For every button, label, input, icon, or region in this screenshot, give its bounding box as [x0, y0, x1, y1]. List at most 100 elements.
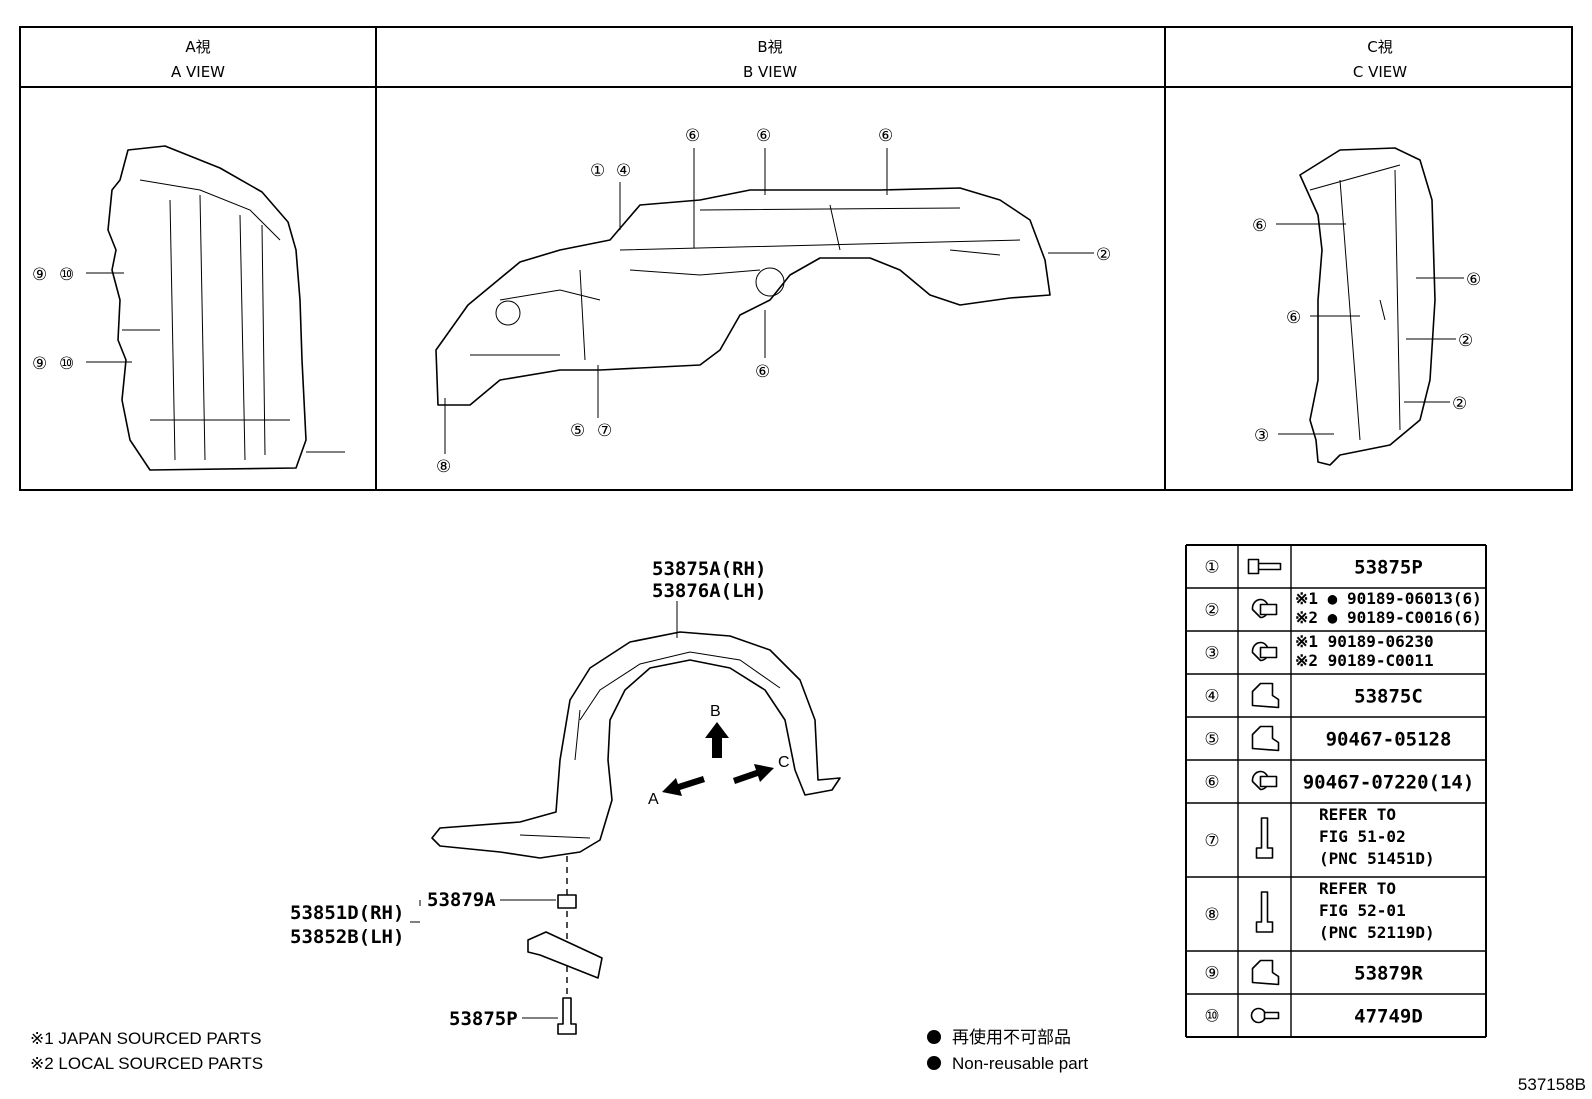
- rivet-icon: [1250, 1007, 1280, 1024]
- liner-label: 53875A(RH) 53876A(LH): [652, 558, 766, 638]
- part-number: (PNC 52119D): [1319, 923, 1435, 942]
- a-view-callout-upper: ⑨ ⑩: [32, 265, 124, 285]
- fender-liner-drawing: [431, 631, 841, 859]
- c-view-callout-2b: ②: [1404, 394, 1467, 414]
- bolt-icon: [1255, 817, 1274, 859]
- b-view-callout-6d: ⑥: [755, 310, 770, 382]
- b-view-callout-6c: ⑥: [878, 126, 893, 195]
- svg-text:⑥: ⑥: [756, 126, 771, 146]
- b-view-callout-1-4: ① ④: [590, 161, 631, 230]
- part-number: ※2 90189-C0011: [1295, 651, 1434, 670]
- b-view-callout-2: ②: [1048, 245, 1111, 265]
- part-number: 53875C: [1354, 686, 1423, 708]
- part-number: ※1 90189-06230: [1295, 632, 1434, 651]
- b-view-callout-6a: ⑥: [685, 126, 700, 248]
- part-number: ※1 ● 90189-06013(6): [1295, 589, 1482, 608]
- svg-text:⑥: ⑥: [878, 126, 893, 146]
- figure-id: 537158B: [1518, 1075, 1586, 1094]
- svg-text:53879A: 53879A: [427, 889, 496, 911]
- bracket-53851d: 53851D(RH) 53852B(LH): [290, 900, 603, 979]
- part-number: REFER TO: [1319, 879, 1396, 898]
- svg-text:⑨: ⑨: [32, 265, 47, 285]
- svg-text:⑥: ⑥: [755, 362, 770, 382]
- svg-text:⑩: ⑩: [59, 265, 74, 285]
- svg-text:⑩: ⑩: [59, 354, 74, 374]
- non-reusable-dot-icon: [927, 1056, 941, 1070]
- screw-53875p: 53875P: [449, 997, 577, 1035]
- non-reusable-dot-icon: [927, 1030, 941, 1044]
- view-b-title-jp: B視: [757, 38, 782, 56]
- row-callout: ④: [1204, 687, 1219, 707]
- note-japan-sourced: ※1 JAPAN SOURCED PARTS: [30, 1029, 262, 1048]
- c-view-callout-6b: ⑥: [1416, 270, 1481, 290]
- part-number: (PNC 51451D): [1319, 849, 1435, 868]
- parts-table-row: ④ 53875C: [1204, 682, 1423, 709]
- parts-table-row: ⑨ 53879R: [1204, 959, 1423, 986]
- non-reusable-jp: 再使用不可部品: [952, 1027, 1071, 1047]
- row-callout: ⑤: [1204, 730, 1219, 750]
- svg-text:⑥: ⑥: [1252, 216, 1267, 236]
- svg-text:⑤: ⑤: [570, 421, 585, 441]
- svg-text:53851D(RH): 53851D(RH): [290, 902, 404, 924]
- part-number: ※2 ● 90189-C0016(6): [1295, 608, 1482, 627]
- svg-text:A: A: [648, 791, 659, 808]
- svg-text:①: ①: [590, 161, 605, 181]
- b-view-callout-5-7: ⑤ ⑦: [570, 365, 612, 441]
- view-c-title-jp: C視: [1367, 38, 1392, 56]
- non-reusable-en: Non-reusable part: [952, 1054, 1088, 1073]
- clip-53879a: 53879A: [427, 889, 577, 911]
- svg-text:②: ②: [1096, 245, 1111, 265]
- note-local-sourced: ※2 LOCAL SOURCED PARTS: [30, 1054, 263, 1073]
- direction-arrow-a: A: [648, 776, 705, 808]
- svg-text:⑦: ⑦: [597, 421, 612, 441]
- svg-text:②: ②: [1452, 394, 1467, 414]
- part-number: FIG 51-02: [1319, 827, 1406, 846]
- c-view-liner-drawing: [1299, 147, 1436, 466]
- svg-text:⑥: ⑥: [685, 126, 700, 146]
- svg-text:B: B: [710, 703, 721, 720]
- svg-text:⑨: ⑨: [32, 354, 47, 374]
- parts-table-row: ⑥ 90467-07220(14): [1204, 770, 1475, 794]
- b-view-callout-8: ⑧: [436, 398, 451, 477]
- c-view-callout-6c: ⑥: [1286, 308, 1360, 328]
- svg-text:②: ②: [1458, 331, 1473, 351]
- row-callout: ⑧: [1204, 905, 1219, 925]
- part-number: 53879R: [1354, 963, 1423, 985]
- row-callout: ②: [1204, 601, 1219, 621]
- c-view-callout-3: ③: [1254, 426, 1334, 446]
- svg-text:③: ③: [1254, 426, 1269, 446]
- c-view-callout-6a: ⑥: [1252, 216, 1346, 236]
- svg-text:53876A(LH): 53876A(LH): [652, 580, 766, 602]
- b-view-callout-6b: ⑥: [756, 126, 771, 195]
- clip-icon: [1251, 641, 1278, 662]
- view-b-title: B VIEW: [743, 63, 797, 81]
- b-view-liner-drawing: [435, 187, 1051, 406]
- row-callout: ⑥: [1204, 773, 1219, 793]
- svg-text:⑥: ⑥: [1286, 308, 1301, 328]
- svg-text:⑥: ⑥: [1466, 270, 1481, 290]
- svg-text:53852B(LH): 53852B(LH): [290, 926, 404, 948]
- a-view-callout-lower: ⑨ ⑩: [32, 354, 132, 374]
- part-number: 90467-05128: [1326, 729, 1452, 751]
- row-callout: ⑨: [1204, 964, 1219, 984]
- row-callout: ①: [1204, 558, 1219, 578]
- clip-icon: [1251, 598, 1278, 619]
- nut-icon: [1251, 959, 1280, 986]
- direction-arrow-b: B: [705, 703, 729, 758]
- parts-table-row: ③※1 90189-06230※2 90189-C0011: [1204, 632, 1433, 670]
- c-view-callout-2a: ②: [1406, 331, 1473, 351]
- part-number: 90467-07220(14): [1303, 772, 1475, 794]
- svg-text:53875A(RH): 53875A(RH): [652, 558, 766, 580]
- nut-icon: [1251, 682, 1280, 709]
- screw-icon: [1247, 558, 1282, 575]
- parts-table-row: ② ※1 ● 90189-06013(6)※2 ● 90189-C0016(6): [1204, 589, 1481, 627]
- svg-text:53875P: 53875P: [449, 1008, 518, 1030]
- svg-text:C: C: [778, 754, 790, 771]
- parts-table-row: ⑤ 90467-05128: [1204, 725, 1452, 752]
- part-number: REFER TO: [1319, 805, 1396, 824]
- view-c-title: C VIEW: [1353, 63, 1407, 81]
- push-clip-icon: [1251, 770, 1278, 791]
